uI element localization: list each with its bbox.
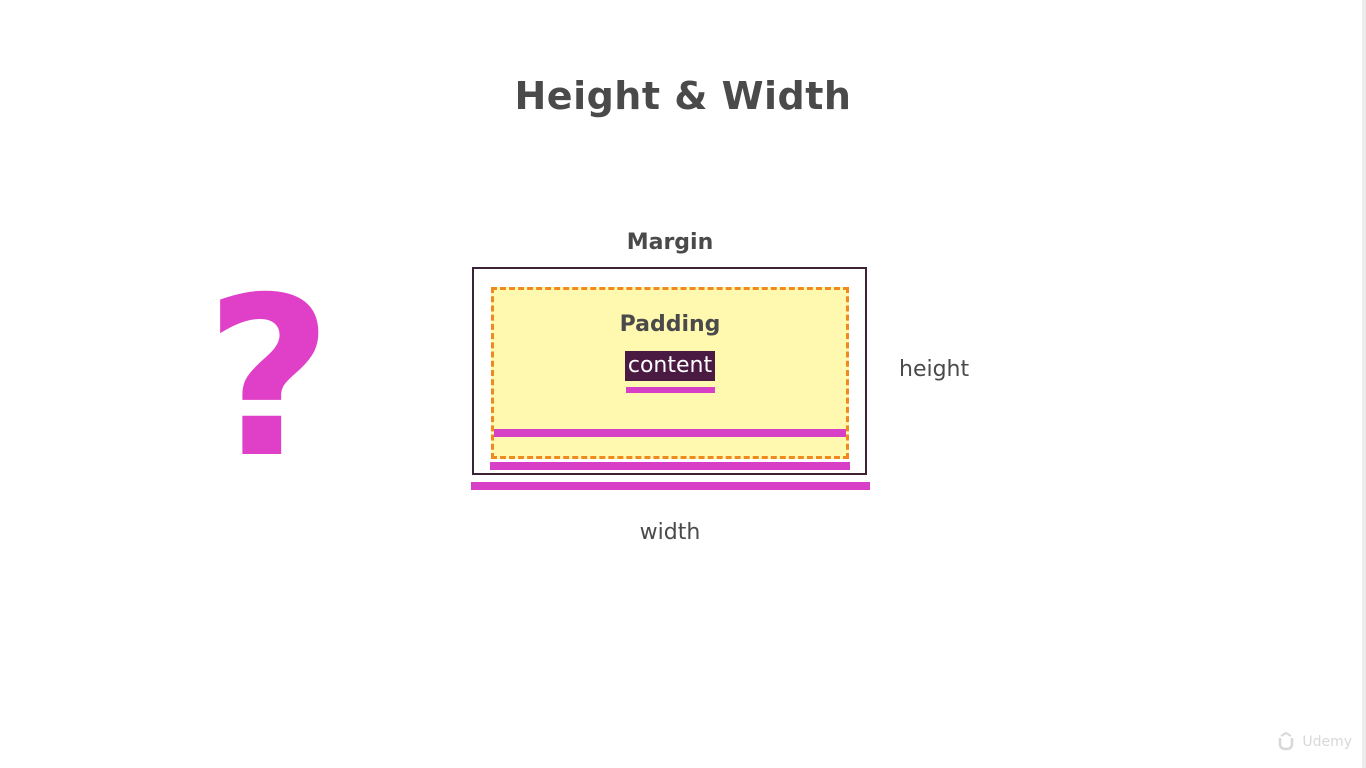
width-label: width <box>639 520 701 545</box>
watermark-text: Udemy <box>1302 734 1352 750</box>
height-label: height <box>899 357 970 382</box>
padding-label: Padding <box>619 312 721 337</box>
slide-title: Height & Width <box>514 74 852 118</box>
udemy-logo-icon <box>1279 732 1294 751</box>
scrollbar[interactable] <box>1362 0 1366 768</box>
content-width-bar <box>626 387 715 393</box>
question-mark-icon: ? <box>205 250 333 506</box>
udemy-watermark: Udemy <box>1276 732 1352 752</box>
margin-width-bar <box>471 482 870 490</box>
content-box: content <box>625 351 715 381</box>
border-width-bar <box>490 462 850 470</box>
margin-label: Margin <box>626 230 714 255</box>
padding-width-bar <box>494 429 846 437</box>
